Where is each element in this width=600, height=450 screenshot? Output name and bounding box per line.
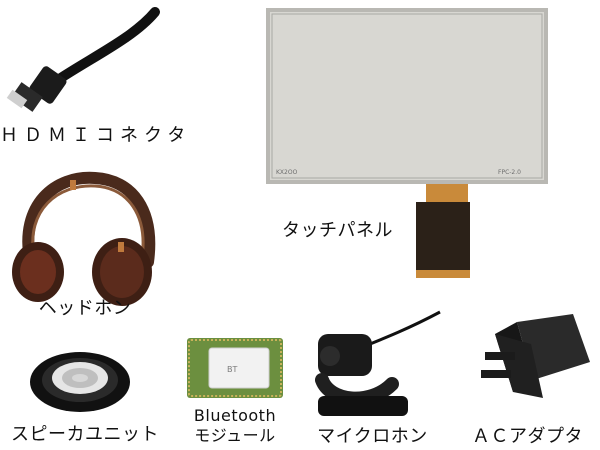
microphone-icon [315, 310, 441, 416]
bluetooth-module-icon: BT [187, 338, 283, 398]
svg-text:KX2OO: KX2OO [276, 169, 298, 176]
ac-adapter-icon [481, 314, 590, 398]
svg-text:BT: BT [227, 365, 237, 374]
bluetooth-module-item: BT Bluetooth モジュール [175, 330, 295, 450]
bluetooth-module-label-line2: モジュール [194, 426, 276, 445]
touch-panel-item: KX2OO FPC-2.0 タッチパネル [260, 0, 600, 300]
headphones-label: ヘッドホン [38, 298, 132, 319]
hdmi-cable-icon [6, 7, 160, 112]
ac-adapter-label: ＡＣアダプタ [472, 426, 583, 447]
speaker-unit-label: スピーカユニット [11, 424, 159, 445]
ac-adapter-item: ＡＣアダプタ [455, 300, 600, 450]
microphone-item: マイクロホン [300, 310, 445, 450]
speaker-unit-item: スピーカユニット [0, 340, 170, 450]
touch-panel-label: タッチパネル [282, 220, 393, 241]
headphones-icon [12, 171, 156, 306]
bluetooth-module-label-line1: Bluetooth [193, 406, 277, 425]
microphone-label: マイクロホン [317, 426, 428, 447]
touch-panel-icon: KX2OO FPC-2.0 [266, 8, 548, 278]
hdmi-connector-item: ＨＤＭＩコネクタ [0, 0, 190, 155]
headphones-item: ヘッドホン [0, 170, 170, 330]
hdmi-connector-label: ＨＤＭＩコネクタ [0, 125, 192, 146]
svg-text:FPC-2.0: FPC-2.0 [498, 169, 521, 176]
bluetooth-module-label: Bluetooth モジュール [175, 406, 295, 446]
speaker-unit-icon [30, 352, 130, 412]
